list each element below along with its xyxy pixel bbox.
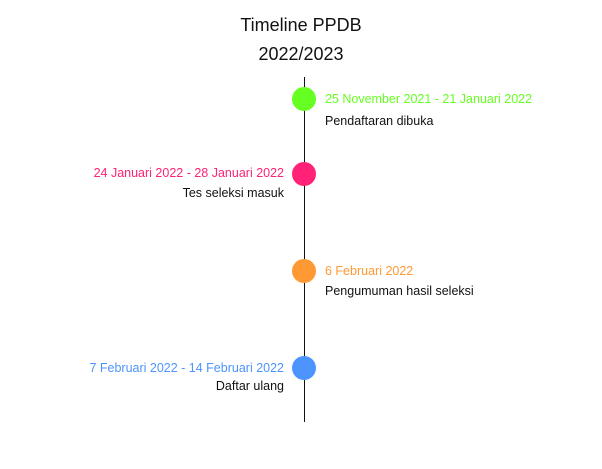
event-date-4: 7 Februari 2022 - 14 Februari 2022 (89, 361, 284, 375)
timeline-title: Timeline PPDB (240, 15, 362, 35)
event-marker-2 (292, 162, 316, 186)
event-label-2: Tes seleksi masuk (182, 186, 284, 200)
event-marker-1 (292, 87, 316, 111)
event-marker-4 (292, 356, 316, 380)
event-label-1: Pendaftaran dibuka (325, 114, 434, 128)
event-label-3: Pengumuman hasil seleksi (325, 284, 474, 298)
event-date-3: 6 Februari 2022 (325, 264, 414, 278)
event-date-1: 25 November 2021 - 21 Januari 2022 (325, 92, 533, 106)
timeline-year: 2022/2023 (258, 44, 344, 64)
timeline-axis (304, 77, 305, 422)
event-date-2: 24 Januari 2022 - 28 Januari 2022 (93, 166, 284, 180)
event-label-4: Daftar ulang (215, 379, 284, 393)
event-marker-3 (292, 259, 316, 283)
